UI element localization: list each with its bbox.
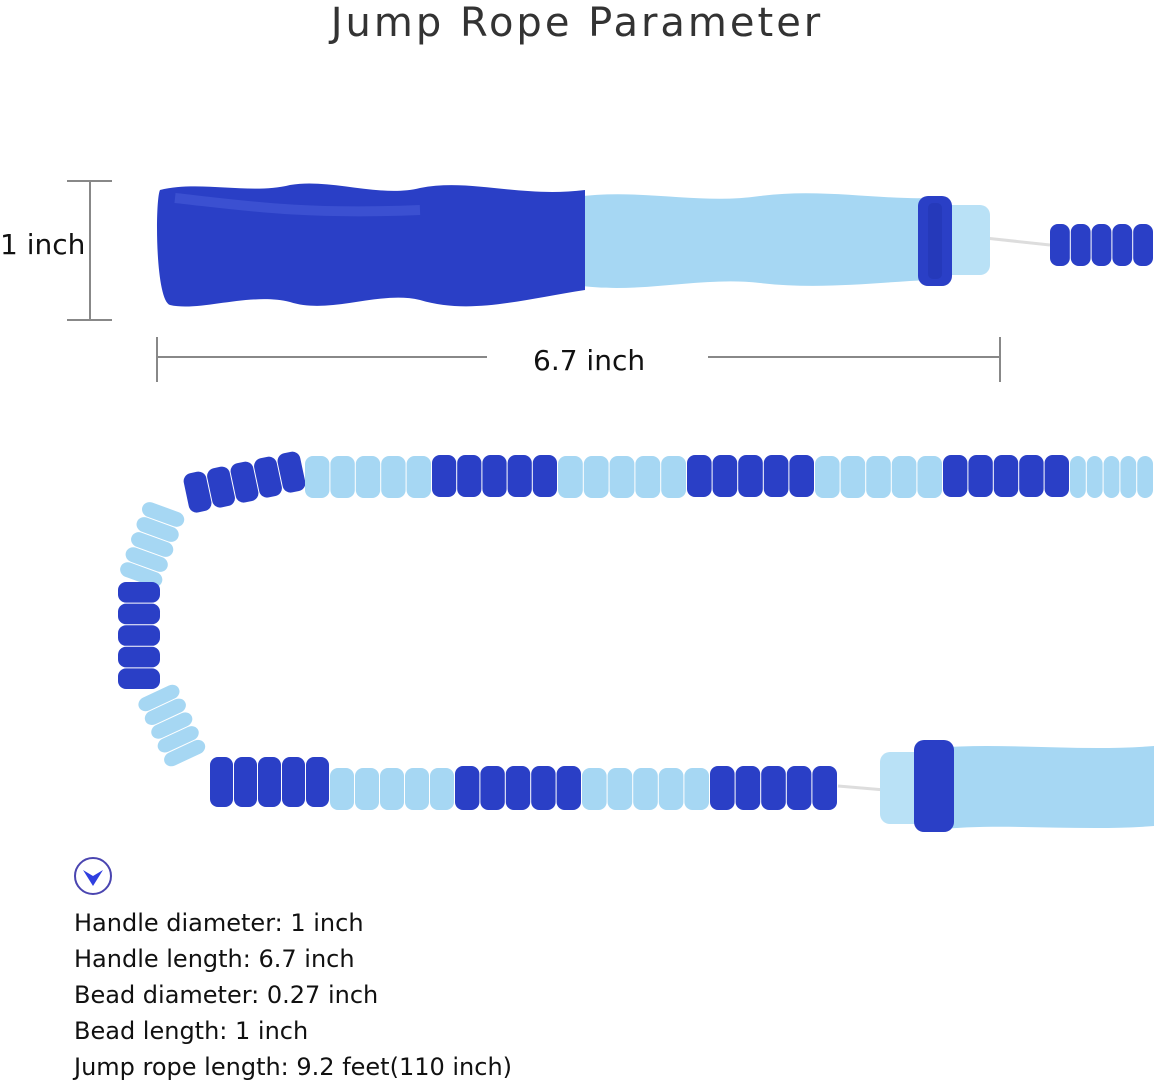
dark-bead-segment	[687, 455, 814, 497]
light-bead-segment	[138, 684, 206, 767]
handle-diameter-label: 1 inch	[0, 228, 86, 261]
light-bead-segment	[1070, 456, 1153, 498]
light-bead-segment	[582, 768, 709, 810]
handle-top	[157, 183, 1051, 307]
dark-bead-segment	[183, 451, 306, 513]
light-bead-segment	[120, 502, 185, 587]
length-dimension-line	[156, 337, 1001, 382]
page-title: Jump Rope Parameter	[330, 0, 824, 46]
handle-bottom	[837, 740, 1154, 832]
chevron-down-circle-icon	[74, 857, 112, 895]
spec-bead-length: Bead length: 1 inch	[74, 1017, 309, 1045]
light-bead-segment	[815, 456, 942, 498]
dark-bead-segment	[118, 582, 160, 689]
rope-beads	[118, 224, 1153, 810]
spec-handle-diameter: Handle diameter: 1 inch	[74, 909, 364, 937]
diameter-dimension-line	[67, 180, 112, 321]
spec-bead-diameter: Bead diameter: 0.27 inch	[74, 981, 379, 1009]
handle-length-label: 6.7 inch	[533, 344, 646, 377]
spec-rope-length: Jump rope length: 9.2 feet(110 inch)	[74, 1053, 513, 1081]
specs-list: Handle diameter: 1 inch Handle length: 6…	[74, 905, 512, 1085]
dark-bead-segment	[1050, 224, 1153, 266]
light-bead-segment	[305, 456, 431, 498]
dark-bead-segment	[432, 455, 557, 497]
dark-bead-segment	[943, 455, 1069, 497]
spec-handle-length: Handle length: 6.7 inch	[74, 945, 355, 973]
dark-bead-segment	[710, 766, 837, 810]
dark-bead-segment	[455, 766, 581, 810]
dark-bead-segment	[210, 757, 329, 807]
light-bead-segment	[558, 456, 686, 498]
light-bead-segment	[330, 768, 454, 810]
